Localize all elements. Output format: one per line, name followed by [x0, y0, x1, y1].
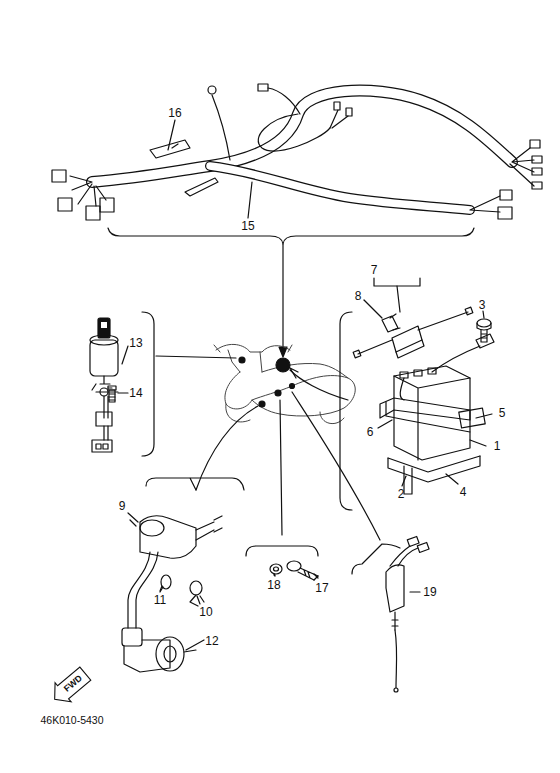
group-bracket — [142, 312, 154, 456]
fuse-assembly — [353, 278, 473, 358]
callout-number: 13 — [129, 337, 142, 349]
callout-number: 11 — [154, 594, 166, 606]
callout-number: 3 — [479, 299, 486, 311]
screw — [108, 386, 128, 402]
pointer-line — [292, 392, 380, 540]
callout-number: 18 — [267, 579, 280, 591]
group-bracket — [246, 546, 318, 556]
callout-number: 19 — [423, 586, 436, 598]
leader-line — [168, 120, 175, 150]
wire-harness — [52, 84, 542, 220]
callout-number: 6 — [367, 426, 374, 438]
screw — [287, 561, 318, 580]
grommet — [270, 564, 282, 576]
leader-line — [248, 182, 252, 218]
callout-number: 17 — [315, 582, 328, 594]
callout-number: 15 — [241, 220, 254, 232]
callout-number: 12 — [205, 635, 218, 647]
callout-number: 1 — [494, 440, 501, 452]
ignition-coil — [128, 516, 222, 628]
direction-arrow: FWD — [49, 666, 92, 706]
pointer-line — [156, 356, 236, 358]
group-bracket — [108, 228, 474, 244]
bolt — [477, 311, 491, 342]
main-switch — [90, 318, 128, 452]
battery — [380, 334, 494, 494]
callout-number: 16 — [168, 107, 181, 119]
plug-cap — [122, 628, 196, 672]
callout-number: 7 — [371, 264, 378, 276]
group-bracket — [352, 544, 400, 574]
drawing-number: 46K010-5430 — [40, 715, 103, 726]
switch-sensor — [386, 536, 429, 692]
callout-number: 14 — [129, 387, 142, 399]
callout-number: 5 — [499, 407, 506, 419]
callout-number: 4 — [460, 486, 467, 498]
callout-number: 8 — [355, 290, 362, 302]
screw — [190, 581, 204, 606]
callout-number: 2 — [398, 488, 405, 500]
pointer-line — [280, 400, 282, 535]
callout-number: 10 — [199, 606, 212, 618]
washer — [160, 575, 171, 591]
group-bracket — [146, 478, 244, 490]
callout-number: 9 — [119, 500, 126, 512]
pointer-line — [282, 244, 283, 355]
location-dot — [276, 358, 290, 372]
pointer-line — [290, 370, 348, 400]
vehicle-outline — [214, 344, 355, 423]
group-bracket — [340, 312, 352, 510]
